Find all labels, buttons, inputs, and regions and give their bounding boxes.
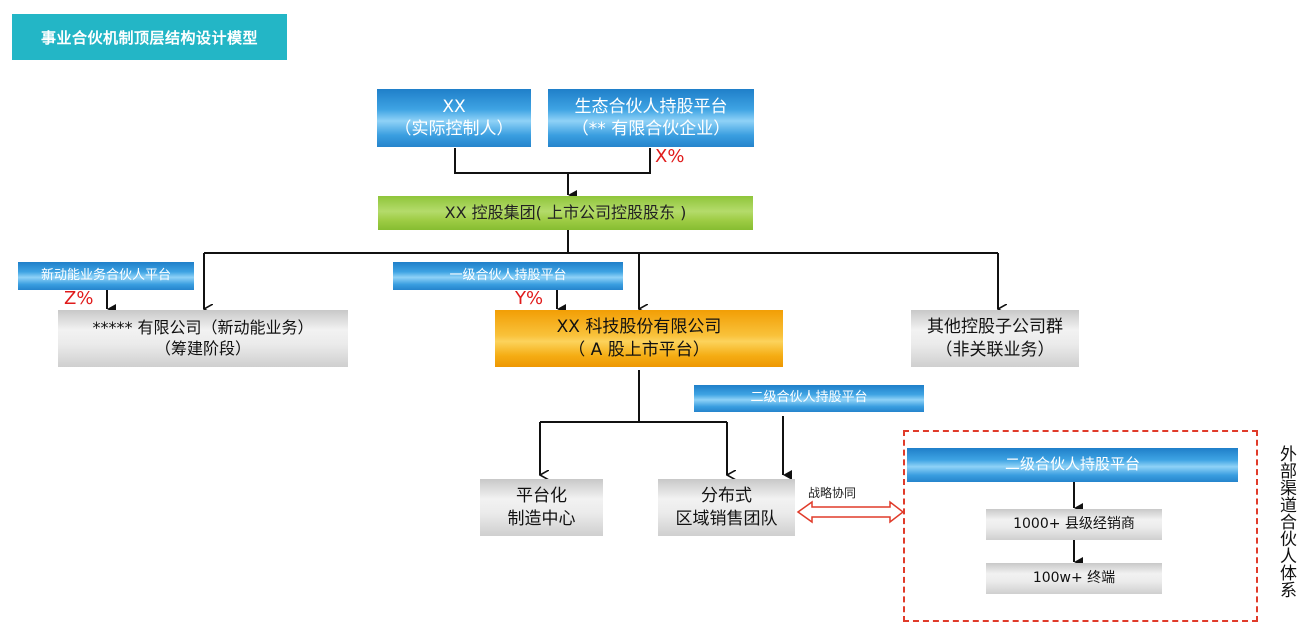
manufacturing-line2: 制造中心 bbox=[507, 508, 576, 529]
eco-platform-pct: X% bbox=[655, 146, 685, 167]
manufacturing-line1: 平台化 bbox=[516, 486, 567, 507]
new-energy-company-box: ***** 有限公司（新动能业务） （筹建阶段） bbox=[58, 310, 348, 367]
sales-team-box: 分布式 区域销售团队 bbox=[658, 479, 795, 536]
external-channel-label: 外部渠道合伙人体系 bbox=[1276, 445, 1296, 598]
synergy-label: 战略协同 bbox=[808, 486, 857, 500]
group-box: XX 控股集团( 上市公司控股股东 ) bbox=[378, 196, 753, 230]
level1-platform-box: 一级合伙人持股平台 bbox=[393, 262, 623, 290]
dealers-box: 1000+ 县级经销商 bbox=[986, 509, 1162, 540]
listed-company-name: XX 科技股份有限公司 bbox=[556, 317, 722, 338]
listed-company-box: XX 科技股份有限公司 （ A 股上市平台） bbox=[495, 310, 783, 367]
synergy-arrow bbox=[796, 500, 905, 524]
terminals-box: 100w+ 终端 bbox=[986, 563, 1162, 594]
controller-name: XX bbox=[442, 96, 466, 117]
other-subsidiaries-desc: （非关联业务） bbox=[935, 339, 1055, 360]
sales-team-line2: 区域销售团队 bbox=[675, 508, 778, 529]
sales-team-line1: 分布式 bbox=[701, 486, 752, 507]
eco-platform-box: 生态合伙人持股平台 （** 有限合伙企业） bbox=[548, 89, 754, 147]
other-subsidiaries-name: 其他控股子公司群 bbox=[927, 317, 1063, 338]
external-platform-box: 二级合伙人持股平台 bbox=[907, 448, 1238, 482]
eco-platform-type: （** 有限合伙企业） bbox=[571, 119, 731, 139]
page-title: 事业合伙机制顶层结构设计模型 bbox=[12, 14, 287, 60]
external-channel-frame bbox=[903, 430, 1258, 622]
controller-box: XX （实际控制人） bbox=[377, 89, 531, 147]
other-subsidiaries-box: 其他控股子公司群 （非关联业务） bbox=[911, 310, 1079, 367]
eco-platform-name: 生态合伙人持股平台 bbox=[574, 96, 728, 117]
manufacturing-center-box: 平台化 制造中心 bbox=[480, 479, 603, 536]
connector-controller bbox=[454, 148, 651, 174]
level1-pct: Y% bbox=[515, 288, 544, 309]
new-energy-company-name: ***** 有限公司（新动能业务） bbox=[92, 317, 314, 337]
controller-role: （实际控制人） bbox=[394, 119, 514, 139]
listed-company-desc: （ A 股上市平台） bbox=[568, 339, 710, 360]
new-energy-pct: Z% bbox=[64, 288, 94, 309]
new-energy-platform-box: 新动能业务合伙人平台 bbox=[18, 262, 194, 290]
new-energy-company-stage: （筹建阶段） bbox=[154, 338, 251, 358]
level2-platform-box: 二级合伙人持股平台 bbox=[694, 385, 924, 412]
